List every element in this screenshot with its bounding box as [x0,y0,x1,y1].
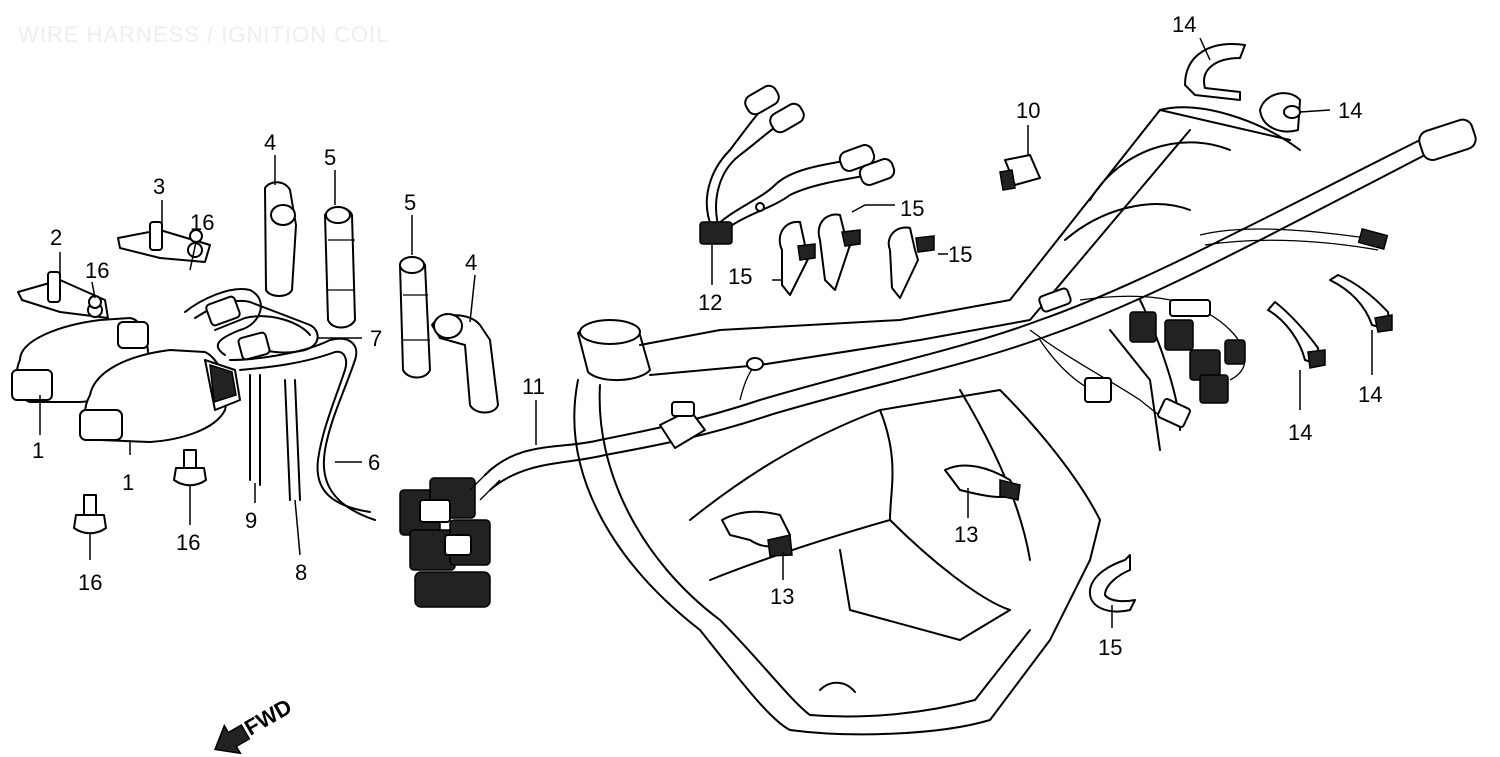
callout-15: 15 [1098,635,1122,660]
plug-cap-4-left [264,181,297,297]
leader-lines [39,37,1373,628]
clamp-15-c [887,226,935,299]
wire-harness [484,118,1477,491]
callout-15: 15 [948,242,972,267]
callout-5: 5 [324,145,336,170]
clamp-14-far-right [1329,274,1393,333]
connector-cluster [399,469,501,608]
plug-cap-5-left [324,206,356,329]
callout-3: 3 [153,174,165,199]
clamp-13-right [944,464,1021,501]
fwd-indicator: FWD [213,694,296,755]
callout-1: 1 [32,438,44,463]
callout-4: 4 [264,130,276,155]
callout-16: 16 [190,210,214,235]
callout-14: 14 [1288,420,1312,445]
clamp-14-mid-right [1267,301,1326,369]
bolt-16-center [173,449,207,487]
callout-7: 7 [370,326,382,351]
diagram-title: WIRE HARNESS / IGNITION COIL [18,22,390,47]
callout-9: 9 [245,508,257,533]
callout-1: 1 [122,470,134,495]
plug-cap-5-right [399,256,431,379]
ignition-coil-lower [79,349,241,443]
main-frame [573,106,1301,736]
clamp-15-b [817,213,861,291]
callout-16: 16 [176,530,200,555]
relay-10 [999,154,1041,191]
callout-6: 6 [368,450,380,475]
callout-11: 11 [522,374,545,399]
bolt-16-left [73,494,107,535]
high-tension-cords [184,288,376,521]
callout-15: 15 [900,196,924,221]
callout-16: 16 [85,258,109,283]
clamp-14-top [1184,43,1246,101]
coil-bracket-3 [117,221,211,263]
fwd-arrow-icon [213,723,251,755]
fwd-label: FWD [240,694,296,741]
callout-labels: 1 1 2 3 4 4 5 5 6 7 8 9 10 11 12 13 13 1… [32,12,1382,660]
callout-14: 14 [1338,98,1362,123]
callout-2: 2 [50,225,62,250]
callout-10: 10 [1016,98,1040,123]
callout-4: 4 [465,250,477,275]
callout-13: 13 [954,522,978,547]
sub-harness [699,84,896,245]
callout-14: 14 [1172,12,1196,37]
callout-15: 15 [728,264,752,289]
callout-8: 8 [295,560,307,585]
clamp-13-left [721,510,793,557]
callout-12: 12 [698,290,722,315]
clamp-15-a [778,220,816,296]
clamp-15-bottom [1088,554,1136,613]
callout-14: 14 [1358,382,1382,407]
callout-16: 16 [78,570,102,595]
clamp-14-upper-right [1259,92,1301,133]
callout-13: 13 [770,584,794,609]
callout-5: 5 [404,190,416,215]
plug-cap-4-right [431,313,499,414]
